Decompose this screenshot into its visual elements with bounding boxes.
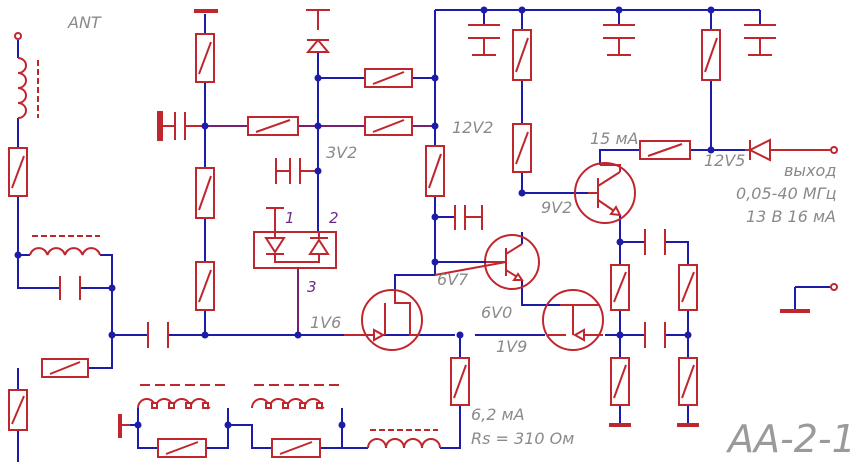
jfet-right: [542, 289, 604, 351]
capacitor-c-in: [147, 322, 169, 348]
capacitor-c-top-1: [468, 24, 500, 56]
resistor-r-left-bottom: [8, 389, 28, 431]
resistors: [8, 29, 721, 458]
label-pin-2: 2: [329, 209, 339, 227]
label-9v2: 9V2: [541, 198, 572, 217]
resistor-r-bias-3: [364, 116, 413, 136]
labels: ANT 3V2 12V2 15 мА 12V5 9V2 6V7 6V0 1V6 …: [67, 13, 856, 461]
bias-wires: [205, 125, 435, 335]
resistor-r-bias-1: [247, 116, 299, 136]
resistor-r-low-2: [271, 438, 321, 458]
label-1v9: 1V9: [496, 337, 527, 356]
label-12v5: 12V5: [704, 151, 745, 170]
output-ground-terminal: [830, 283, 838, 291]
resistor-r-low-1: [157, 438, 207, 458]
resistor-r-left-h: [41, 358, 89, 378]
inductor-ant-parallel: [29, 235, 101, 256]
junction-dots: [14, 6, 715, 429]
resistor-r1: [195, 33, 215, 83]
capacitor-c-top-3: [744, 24, 776, 56]
resistor-r-emitter-b: [678, 264, 698, 311]
inductor-low-3: [367, 429, 441, 449]
resistor-r-collector: [512, 123, 532, 173]
capacitor-c-emitter: [644, 229, 666, 255]
terminals: [14, 32, 838, 291]
label-15ma: 15 мА: [590, 129, 638, 148]
diode-top: [305, 9, 331, 53]
capacitor-c-ant: [59, 276, 81, 300]
transistors: [344, 162, 636, 351]
label-6-2ma: 6,2 мА: [471, 405, 525, 424]
resistor-r-output: [639, 140, 691, 160]
label-pin-3: 3: [307, 278, 317, 296]
diode-output: [745, 138, 838, 162]
label-ant: ANT: [67, 13, 102, 32]
label-6v7: 6V7: [437, 270, 469, 289]
bjt-top: [574, 162, 636, 224]
label-pin-1: 1: [285, 209, 295, 227]
antenna-terminal: [14, 32, 22, 40]
capacitor-c-bottom: [644, 322, 666, 348]
capacitor-c-left-bias: [157, 111, 205, 141]
resistor-r3: [195, 261, 215, 311]
resistor-r-source: [450, 357, 470, 406]
resistor-r-emitter-a: [610, 264, 630, 311]
inductor-ant: [17, 57, 39, 119]
diodes: [253, 9, 838, 269]
capacitors: [59, 24, 776, 348]
label-3v2: 3V2: [326, 143, 357, 162]
label-rs: Rs = 310 Ом: [471, 429, 574, 448]
label-12v2: 12V2: [452, 118, 493, 137]
inductors: [17, 57, 441, 449]
output-label-line2: 0,05-40 МГц: [736, 184, 837, 203]
diode-pair: [253, 207, 337, 269]
ground-bars: [118, 9, 810, 438]
resistor-r-top-right: [701, 29, 721, 81]
resistor-r-ant: [8, 147, 28, 197]
model-label: AA-2-1: [725, 417, 856, 461]
resistor-r2: [195, 167, 215, 219]
output-label-line1: выход: [784, 161, 836, 180]
resistor-r-top-mid: [512, 29, 532, 81]
capacitor-c-top-2: [603, 24, 635, 56]
label-1v6: 1V6: [310, 313, 341, 332]
inductor-low-2: [251, 384, 340, 410]
inductor-low-1: [137, 384, 226, 410]
resistor-r-low-a: [610, 357, 630, 406]
output-label-line3: 13 В 16 мА: [746, 207, 836, 226]
bjt-middle: [434, 234, 540, 290]
capacitor-c-6v7: [454, 205, 483, 230]
capacitor-c-3v2: [275, 158, 318, 184]
resistor-r-12v2: [425, 145, 445, 197]
jfet-left: [344, 289, 423, 351]
label-6v0: 6V0: [481, 303, 512, 322]
resistor-r-low-b: [678, 357, 698, 406]
resistor-r-bias-2: [364, 68, 413, 88]
